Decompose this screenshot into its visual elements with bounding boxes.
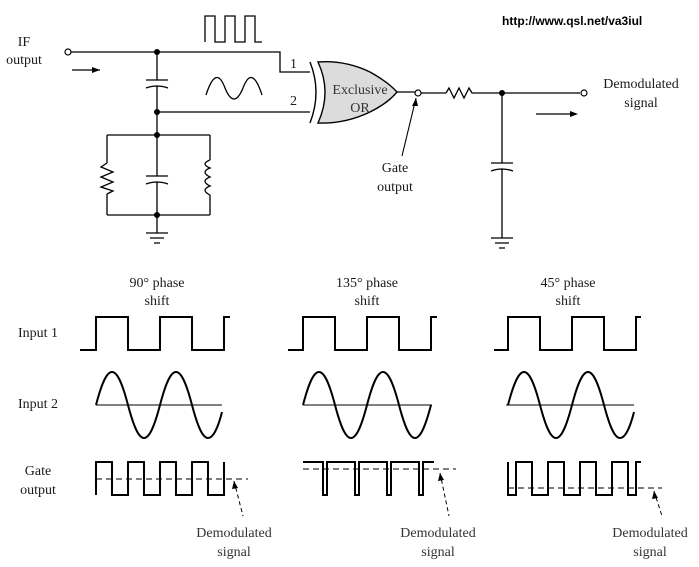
xor-extra-arc [309,61,317,124]
panel-title-line2: shift [355,294,380,309]
panel-title-line1: 45° phase [541,276,596,291]
panel-90: 90° phase shift Demodulated signal [80,276,272,560]
demod-output-terminal [580,89,588,97]
gate-output-label-1: Gate [382,161,408,176]
square-wave-icon [204,15,262,43]
xor-gate-label-2: OR [350,101,370,116]
xor-gate-label-1: Exclusive [332,83,387,98]
panel-title-line2: shift [556,294,581,309]
gate-output-wave [507,461,641,496]
tank-rails [106,134,211,216]
input1-wire [71,51,310,73]
panel-title-line1: 90° phase [130,276,185,291]
input1-wave [494,316,641,351]
filter-resistor [445,86,580,100]
sine-wave-icon [205,77,263,100]
coupling-capacitor [145,52,169,112]
demodulated-label-1: Demodulated [603,77,678,92]
xor-gate-body [316,61,398,124]
circuit: 1 2 Exclusive OR IF output Gate output D… [6,15,679,249]
row-label-input2: Input 2 [18,397,58,412]
gate-output-wire [397,91,446,94]
demod-label-2: signal [421,545,455,560]
panel-45: 45° phase shift Demodulated signal [494,276,688,560]
demod-label-2: signal [217,545,251,560]
ground-symbol [146,215,168,244]
demodulated-label-2: signal [624,96,658,111]
input1-wave [80,316,230,351]
demod-label-1: Demodulated [400,526,475,541]
row-label-gate-output-2: output [20,483,56,498]
panel-135: 135° phase shift Demodulated signal [288,276,476,560]
if-output-label-2: output [6,53,42,68]
gate-output-wave [303,461,434,496]
input2-wave [302,370,432,440]
gate-output-pointer [401,97,417,157]
row-label-gate-output-1: Gate [25,464,51,479]
if-output-label-1: IF [18,35,31,50]
demod-pointer [653,490,663,517]
demod-pointer-head [652,491,658,499]
if-input-terminal [64,48,72,56]
demod-label-2: signal [633,545,667,560]
junction-dot [154,49,160,55]
input2-wave [507,370,635,440]
filter-capacitor [490,93,514,249]
gate-output-node [414,89,422,97]
demod-pointer [233,480,244,517]
demod-label-1: Demodulated [612,526,687,541]
input2-wave [95,370,223,440]
tank-inductor [204,159,212,196]
row-label-input1: Input 1 [18,326,58,341]
demod-pointer-head [232,481,238,489]
if-arrow-head [92,67,100,73]
input1-wave [288,316,437,351]
tank-resistor [99,162,115,195]
pin-2-label: 2 [290,94,297,109]
panel-title-line1: 135° phase [336,276,398,291]
demod-pointer-head [438,473,444,481]
tank-capacitor [145,135,169,215]
source-url: http://www.qsl.net/va3iul [502,14,642,28]
gate-output-label-2: output [377,180,413,195]
gate-output-pointer-head [412,98,418,106]
panel-title-line2: shift [145,294,170,309]
demod-label-1: Demodulated [196,526,271,541]
demod-arrow-head [570,111,578,117]
pin-1-label: 1 [290,57,297,72]
